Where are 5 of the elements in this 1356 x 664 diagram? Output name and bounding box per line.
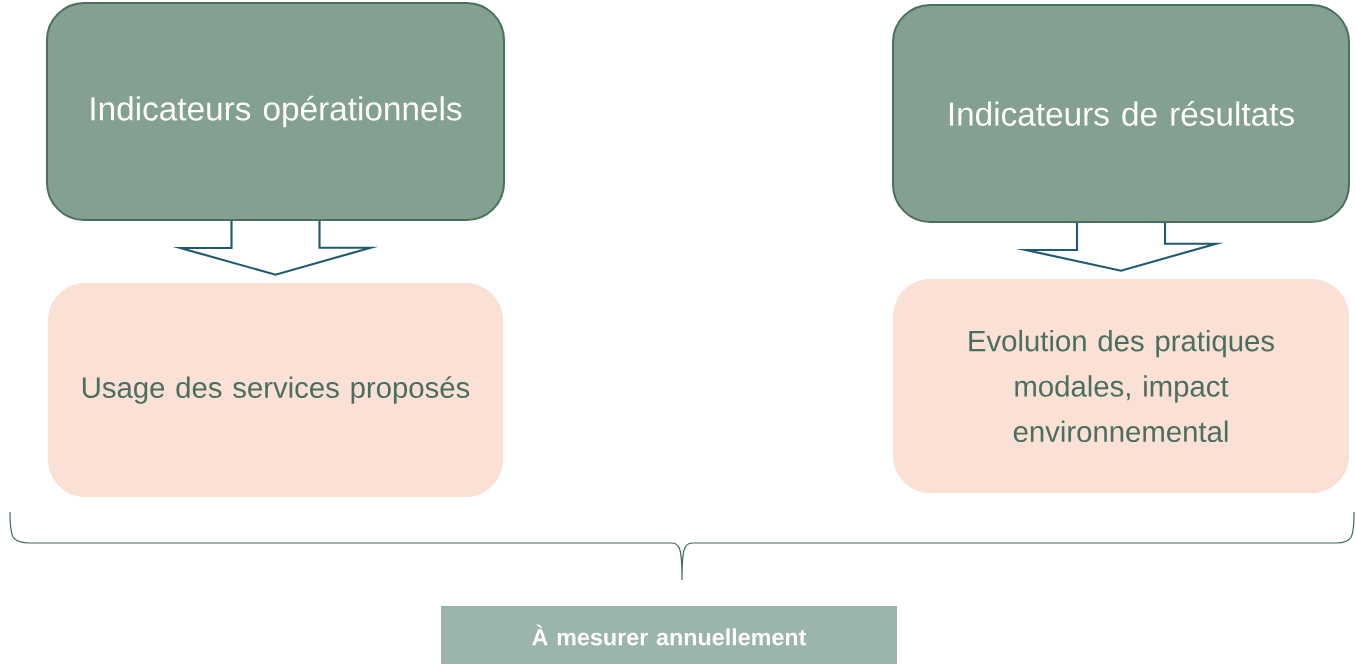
indicator-box: Indicateurs opérationnels	[45, 1, 506, 222]
note-box: À mesurer annuellement	[441, 606, 897, 664]
description-box: Usage des services proposés	[48, 283, 503, 497]
description-box: Evolution des pratiques modales, impact environnemental	[893, 279, 1349, 493]
indicator-box: Indicateurs de résultats	[892, 3, 1350, 224]
